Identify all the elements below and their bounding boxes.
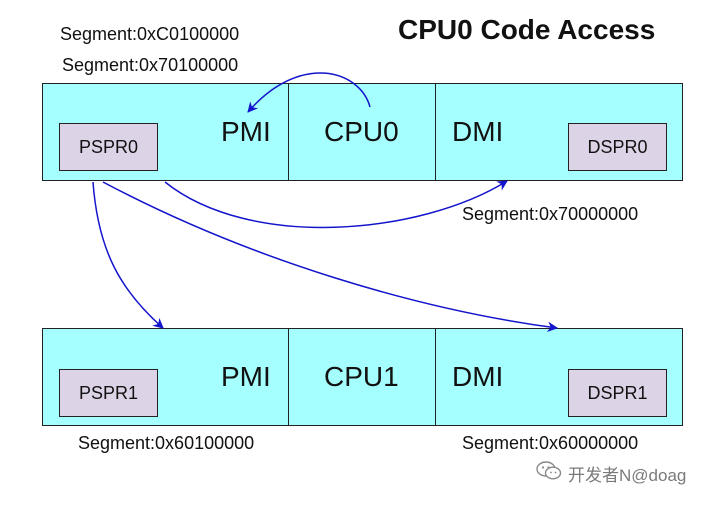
pspr1-box: PSPR1: [59, 369, 158, 417]
cpu1-pmi-box: PSPR1 PMI: [42, 328, 290, 426]
arrow-pspr0-to-cpu1-dmi: [102, 181, 559, 332]
diagram-title: CPU0 Code Access: [398, 14, 656, 45]
arrow-pspr0-to-cpu0-dmi: [164, 180, 508, 229]
cpu0-pmi-label: PMI: [221, 116, 271, 147]
watermark: 开发者N@doag: [536, 461, 686, 486]
cpu1-pmi-label: PMI: [221, 361, 271, 392]
dspr1-box: DSPR1: [568, 369, 667, 417]
segment-label-cpu0-pmi-c: Segment:0xC0100000: [60, 24, 240, 44]
cpu1-dmi-box: DMI DSPR1: [435, 328, 683, 426]
cpu1-core-label: CPU1: [324, 361, 399, 392]
arrow-pspr0-to-cpu1-pmi: [92, 181, 164, 329]
cpu0-core-label: CPU0: [324, 116, 399, 147]
cpu0-core-box: CPU0: [288, 83, 437, 181]
cpu1-core-box: CPU1: [288, 328, 437, 426]
wechat-icon: [536, 461, 562, 486]
segment-label-cpu1-pmi: Segment:0x60100000: [78, 433, 255, 453]
segment-label-cpu0-dmi: Segment:0x70000000: [462, 204, 639, 224]
segment-label-cpu1-dmi: Segment:0x60000000: [462, 433, 639, 453]
arrow-cpu0-to-pmi: [247, 72, 371, 113]
pspr0-box: PSPR0: [59, 123, 158, 171]
watermark-text: 开发者N@doag: [568, 466, 687, 485]
cpu0-pmi-box: PSPR0 PMI: [42, 83, 290, 181]
cpu0-dmi-box: DMI DSPR0: [435, 83, 683, 181]
cpu0-dmi-label: DMI: [452, 116, 504, 147]
dspr0-box: DSPR0: [568, 123, 667, 171]
segment-label-cpu0-pmi-7: Segment:0x70100000: [62, 55, 239, 75]
cpu1-dmi-label: DMI: [452, 361, 504, 392]
